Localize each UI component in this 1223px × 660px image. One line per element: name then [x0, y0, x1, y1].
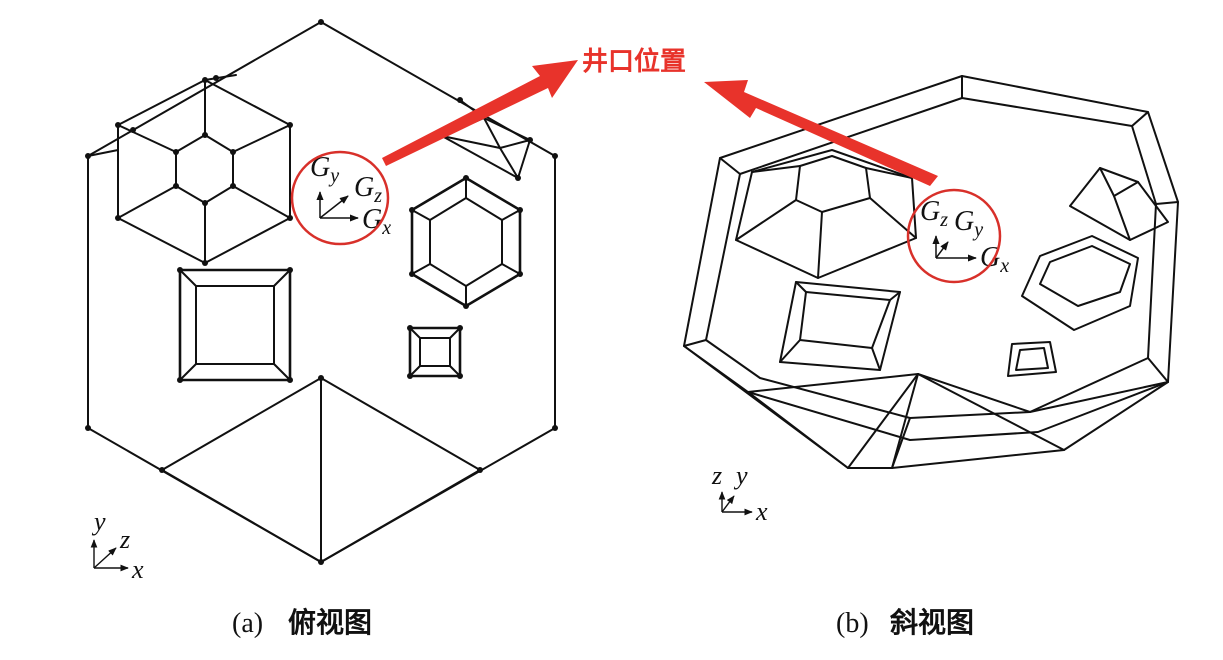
- hex-frustum-right: [410, 176, 522, 308]
- slab-top-inner: [705, 97, 1157, 419]
- gravity-axes-b: Gz Gy Gx: [920, 196, 1009, 277]
- callout-arrow-left: [382, 60, 578, 166]
- slab-bottom-pyramid: [747, 373, 1169, 413]
- hex-frustum-b: [1021, 235, 1139, 331]
- hex-pyramid-top-left: [87, 74, 291, 264]
- gy-label-a: Gy: [310, 152, 339, 187]
- caption-a: (a) 俯视图: [232, 606, 372, 639]
- axis-y-label-a: y: [91, 507, 106, 536]
- caption-a-text: 俯视图: [288, 606, 372, 639]
- coord-axes-b: z y x: [711, 461, 768, 526]
- axis-x-label-a: x: [131, 555, 144, 584]
- axis-z-label-a: z: [119, 525, 130, 554]
- caption-a-letter: (a): [232, 608, 263, 639]
- axis-x-label-b: x: [755, 497, 768, 526]
- axis-z-label-b: z: [711, 461, 722, 490]
- mesh-nodes-a: [85, 19, 558, 565]
- wellhead-callout: 井口位置: [382, 46, 938, 186]
- panel-a-top-view: Gy Gz Gx y z x (a) 俯视图: [85, 19, 558, 639]
- tilted-frustum-b: [1069, 167, 1169, 241]
- wellhead-ring-b: [906, 188, 1002, 284]
- panel-b-oblique-view: Gz Gy Gx z y x (b) 斜视图: [683, 75, 1179, 639]
- slab-top-outer: [683, 75, 1179, 441]
- callout-arrow-right: [704, 80, 938, 186]
- coord-axes-a: y z x: [90, 507, 144, 584]
- caption-b: (b) 斜视图: [836, 606, 974, 639]
- square-frustum-large: [178, 268, 292, 382]
- caption-b-letter: (b): [836, 608, 869, 639]
- square-frustum-small: [408, 326, 462, 378]
- gx-label-b: Gx: [980, 242, 1009, 277]
- small-frustum-b: [1007, 341, 1057, 377]
- hex-pyramid-b: [735, 149, 917, 279]
- caption-b-text: 斜视图: [890, 606, 974, 639]
- gz-label-a: Gz: [354, 172, 382, 207]
- wellhead-label: 井口位置: [582, 46, 686, 77]
- square-frustum-b: [779, 281, 901, 371]
- gz-label-b: Gz: [920, 196, 948, 231]
- wellhead-ring-a: [290, 150, 390, 246]
- gy-label-b: Gy: [954, 206, 983, 241]
- axis-y-label-b: y: [733, 461, 748, 490]
